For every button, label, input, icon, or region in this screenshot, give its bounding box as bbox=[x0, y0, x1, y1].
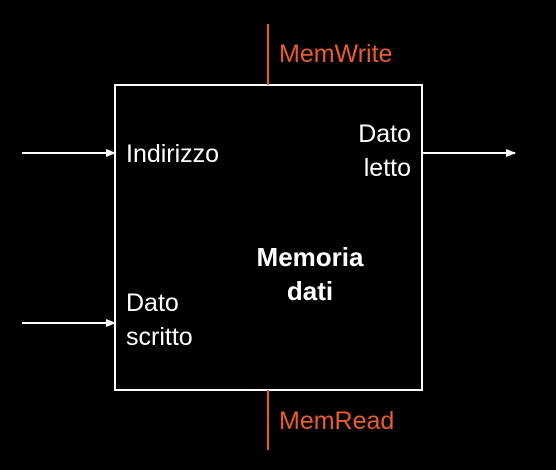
read-data-label-line2: letto bbox=[363, 154, 411, 182]
write-data-label-line2: scritto bbox=[126, 323, 193, 351]
memory-title-line2: dati bbox=[286, 276, 334, 306]
mem-read-label: MemRead bbox=[279, 407, 395, 435]
read-data-label-line1: Dato bbox=[358, 120, 411, 148]
address-port-label: Indirizzo bbox=[126, 140, 220, 168]
write-data-port-label: Dato scritto bbox=[126, 286, 193, 354]
memory-title-line1: Memoria bbox=[256, 242, 364, 272]
mem-write-label: MemWrite bbox=[279, 40, 393, 68]
write-data-label-line1: Dato bbox=[126, 289, 179, 317]
read-data-port-label: Dato letto bbox=[358, 117, 411, 185]
memory-block-title: Memoria dati bbox=[240, 240, 380, 308]
